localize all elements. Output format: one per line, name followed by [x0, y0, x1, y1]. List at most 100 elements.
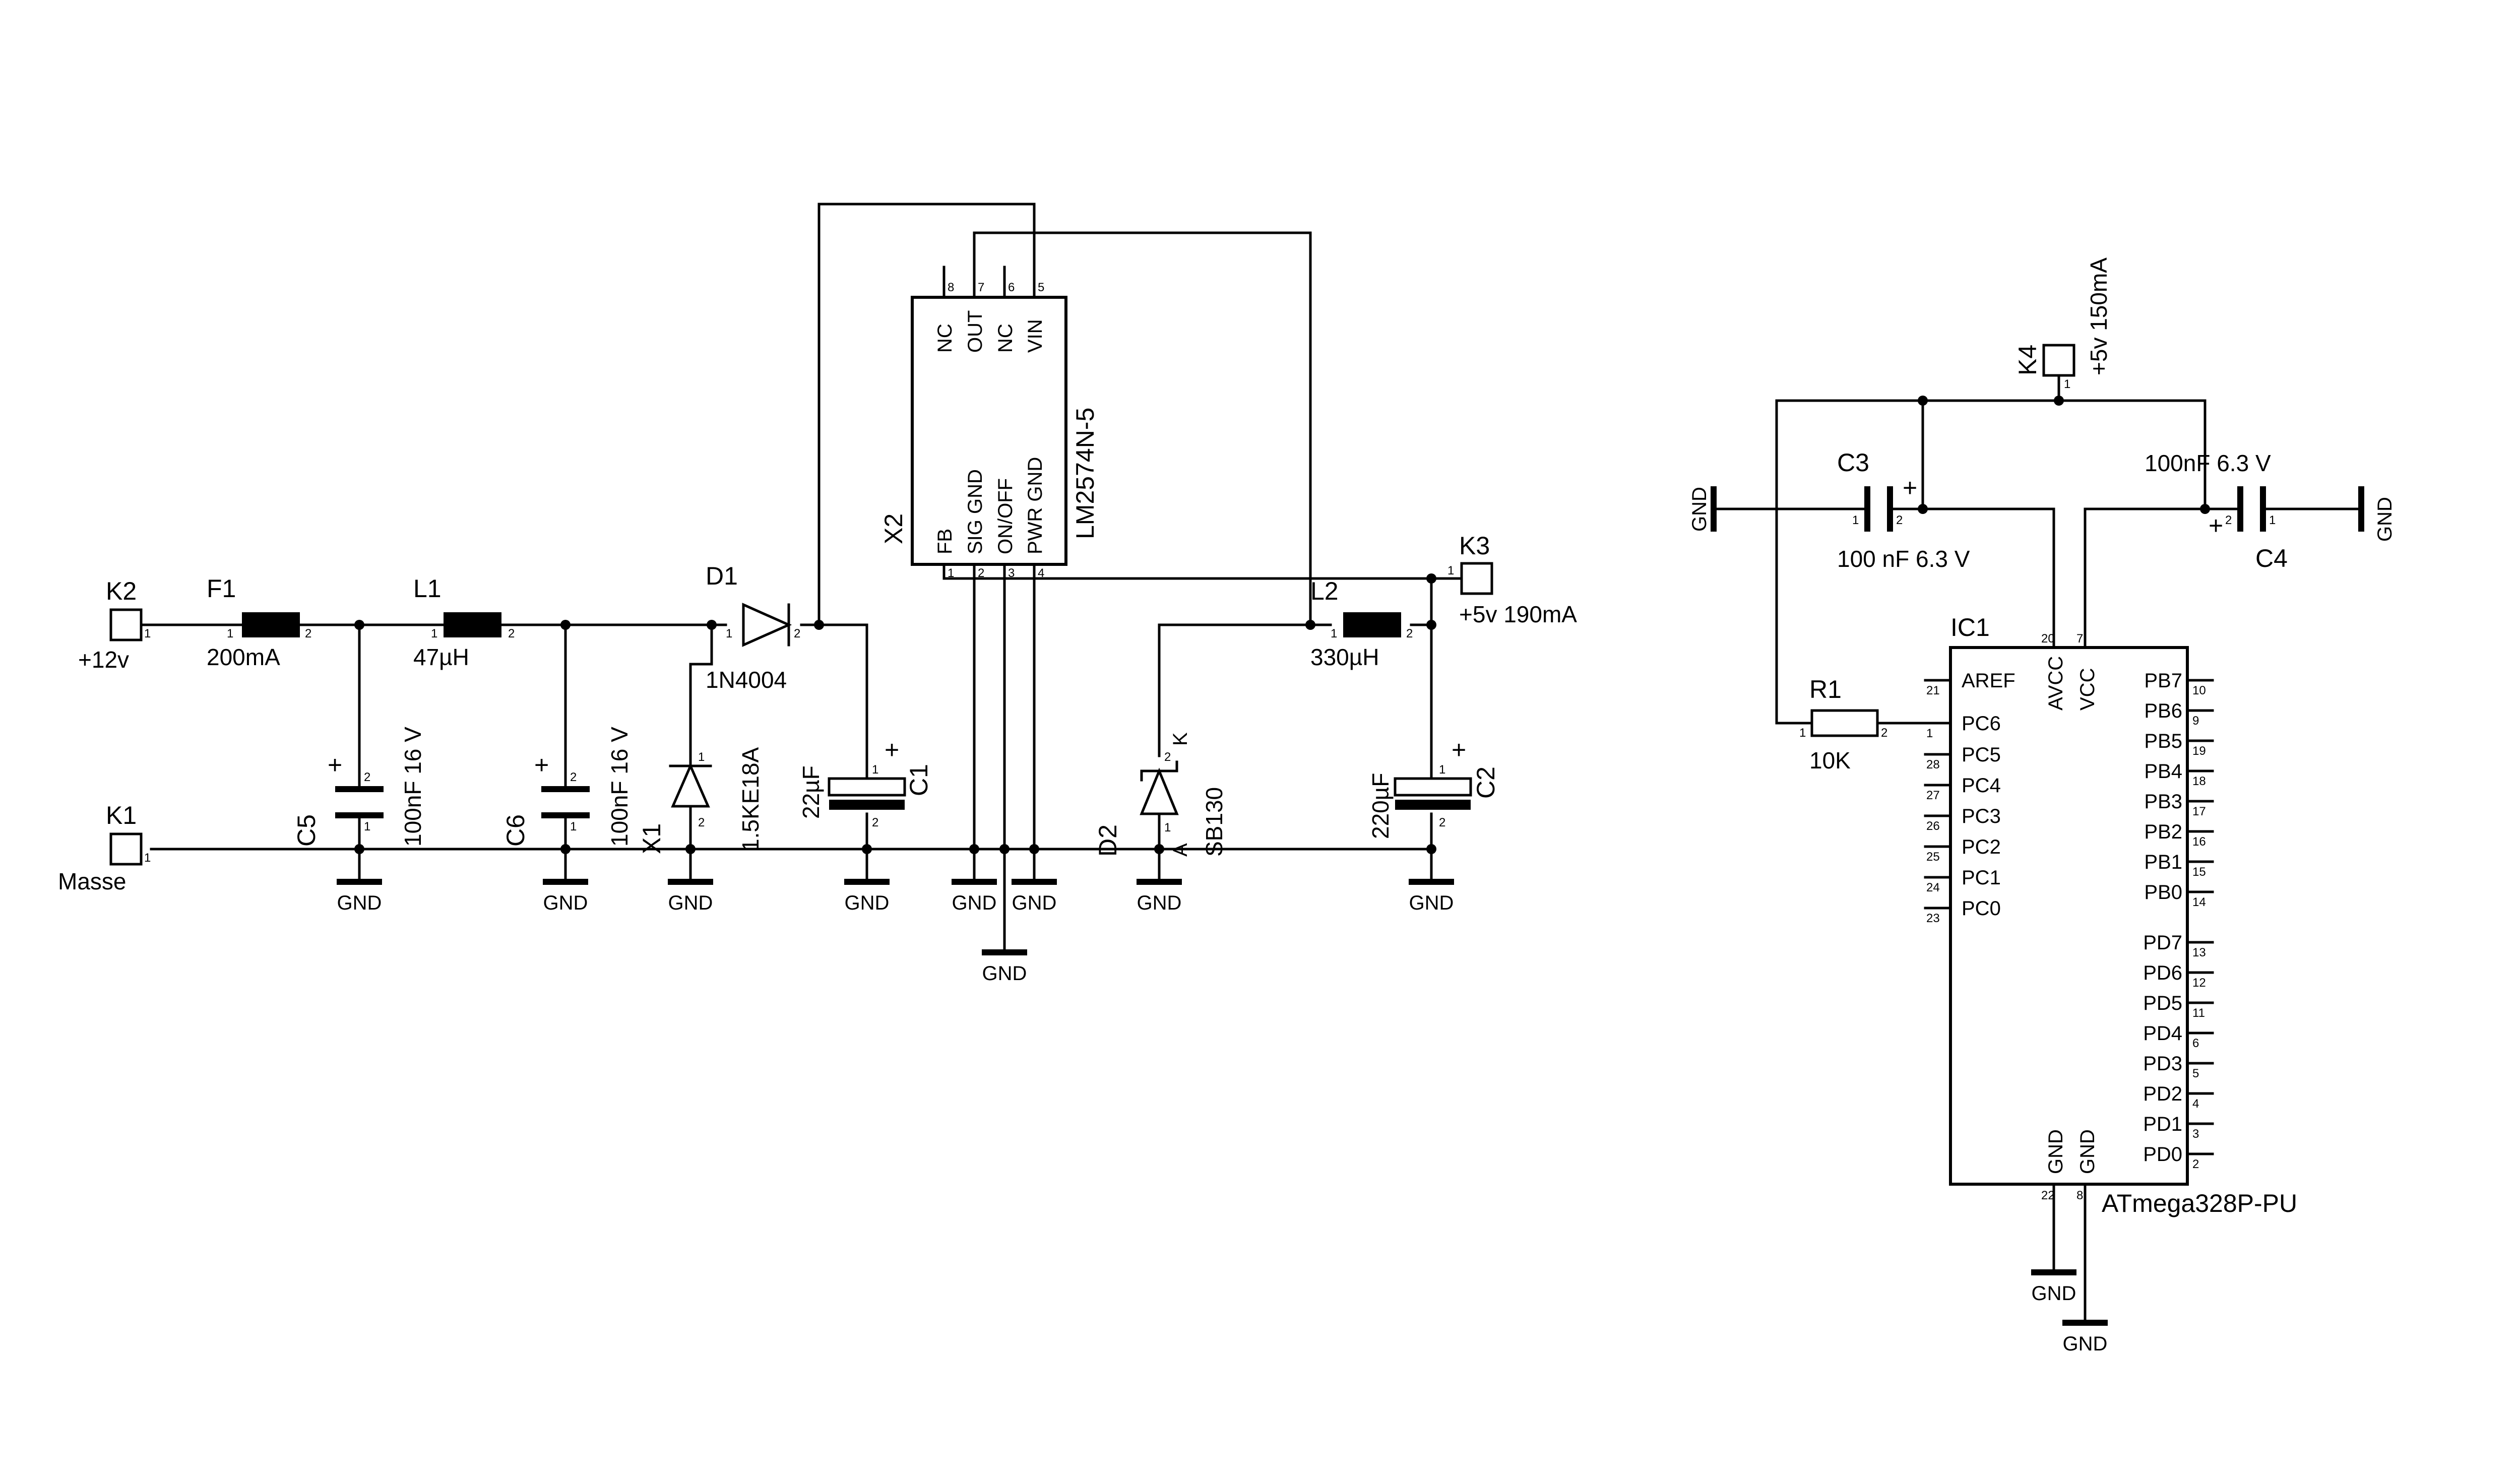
c5-ref: C5: [292, 814, 321, 847]
ic1-pin-number: 13: [2192, 946, 2206, 959]
c2-ref: C2: [1472, 766, 1500, 799]
r1-value: 10K: [1809, 747, 1851, 773]
svg-text:6: 6: [1008, 281, 1015, 294]
ic1-pin-number: 27: [1926, 789, 1940, 802]
svg-text:1: 1: [364, 820, 370, 833]
svg-text:VCC: VCC: [2076, 668, 2099, 711]
ic1-pin-label: PD7: [2143, 932, 2182, 954]
ic1-pin-label: PC5: [1962, 744, 2001, 766]
c3-ref: C3: [1837, 448, 1869, 477]
ic1-pin-label: PD1: [2143, 1113, 2182, 1135]
ic1-pin-number: 16: [2192, 835, 2206, 849]
ic1-pin-number: 9: [2192, 714, 2199, 728]
k3-value: +5v 190mA: [1459, 601, 1577, 627]
diode-d2: 2 1 K A D2 SB130: [1094, 732, 1227, 857]
ground-label: GND: [2032, 1282, 2076, 1305]
inductor-l2: 1 2 L2 330µH: [1310, 577, 1413, 670]
svg-text:K: K: [1169, 732, 1191, 746]
ic1-pin-number: 24: [1926, 881, 1940, 894]
ground-label: GND: [1137, 892, 1182, 914]
svg-text:ON/OFF: ON/OFF: [994, 478, 1017, 554]
wires: [150, 203, 2363, 1324]
connector-k1: 1 K1 Masse: [58, 801, 151, 894]
ic1-pin-label: PB0: [2144, 881, 2182, 904]
ic1-value: ATmega328P-PU: [2102, 1189, 2297, 1217]
ic1-pin-label: PB4: [2144, 760, 2182, 783]
capacitor-c6: + 2 1 C6 100nF 16 V: [501, 727, 633, 847]
ground-label: GND: [337, 892, 382, 914]
k1-ref: K1: [106, 801, 137, 829]
ic1-pin-label: PD4: [2143, 1022, 2182, 1045]
svg-text:+: +: [885, 736, 899, 764]
ic1-pin-number: 14: [2192, 895, 2206, 909]
svg-text:1: 1: [1439, 763, 1445, 777]
l2-ref: L2: [1310, 577, 1339, 605]
ground-label: GND: [845, 892, 890, 914]
svg-text:GND: GND: [2076, 1129, 2099, 1174]
svg-text:7: 7: [2076, 632, 2083, 646]
svg-text:OUT: OUT: [964, 310, 986, 353]
svg-text:+: +: [2209, 511, 2223, 540]
inductor-l1: 1 2 L1 47µH: [413, 574, 515, 670]
ic1-pin-number: 6: [2192, 1037, 2199, 1050]
ic1-pin-number: 5: [2192, 1067, 2199, 1080]
svg-text:1: 1: [2064, 377, 2070, 391]
ic1-pin-number: 11: [2192, 1006, 2205, 1020]
c4-value: 100nF 6.3 V: [2145, 450, 2271, 476]
ic1-pin-label: PB7: [2144, 670, 2182, 692]
svg-text:2: 2: [305, 627, 311, 640]
ic1-pin-number: 18: [2192, 775, 2206, 788]
connector-k2: 1 K2 +12v: [78, 577, 153, 673]
svg-text:2: 2: [2225, 513, 2232, 527]
svg-text:PWR GND: PWR GND: [1024, 457, 1046, 554]
x1-ref: X1: [638, 823, 666, 854]
ic1-pin-number: 28: [1926, 758, 1940, 771]
c1-value: 22µF: [798, 765, 824, 819]
ic1-pin-number: 3: [2192, 1127, 2199, 1141]
svg-text:+: +: [328, 751, 342, 779]
svg-text:2: 2: [1881, 726, 1887, 740]
connector-k3: 1 K3 +5v 190mA: [1447, 532, 1577, 627]
c2-value: 220µF: [1367, 773, 1394, 839]
ground-label: GND: [2063, 1333, 2108, 1355]
connector-k4: 1 K4 +5v 150mA: [2013, 257, 2112, 391]
svg-text:1: 1: [872, 763, 878, 777]
capacitor-c4: + 2 1 C4 100nF 6.3 V: [2145, 450, 2288, 572]
svg-text:2: 2: [978, 566, 984, 580]
x2-value: LM2574N-5: [1071, 408, 1099, 539]
fuse-f1: 1 2 F1 200mA: [207, 574, 361, 670]
ground-label: GND: [668, 892, 713, 914]
ic1-pin-label: PD0: [2143, 1143, 2182, 1166]
svg-text:1: 1: [726, 627, 732, 640]
ic1-pin-number: 15: [2192, 865, 2206, 879]
ic1-pin-label: AREF: [1962, 670, 2015, 692]
svg-text:2: 2: [570, 770, 577, 784]
c3-value: 100 nF 6.3 V: [1837, 546, 1970, 572]
ic1-pin-label: PD5: [2143, 992, 2182, 1014]
l1-ref: L1: [413, 574, 442, 603]
svg-text:AVCC: AVCC: [2045, 656, 2067, 711]
d1-ref: D1: [706, 562, 738, 590]
svg-text:2: 2: [1406, 627, 1413, 640]
svg-text:8: 8: [948, 281, 954, 294]
ground-label: GND: [1409, 892, 1454, 914]
svg-text:1: 1: [431, 627, 437, 640]
svg-text:1: 1: [570, 820, 577, 833]
ic1-pin-label: PB2: [2144, 821, 2182, 843]
l2-value: 330µH: [1310, 644, 1379, 670]
d1-value: 1N4004: [706, 667, 787, 693]
ground-label: GND: [1688, 487, 1711, 532]
svg-text:1: 1: [2269, 513, 2276, 527]
svg-text:2: 2: [364, 770, 370, 784]
x2-ref: X2: [879, 513, 908, 544]
ground-label: GND: [1012, 892, 1057, 914]
svg-text:+: +: [534, 751, 549, 779]
k1-value: Masse: [58, 868, 126, 894]
ground-label: GND: [952, 892, 997, 914]
svg-text:1: 1: [1852, 513, 1859, 527]
svg-text:+: +: [1903, 474, 1917, 502]
svg-text:5: 5: [1038, 281, 1044, 294]
ic1-pin-label: PB5: [2144, 730, 2182, 752]
